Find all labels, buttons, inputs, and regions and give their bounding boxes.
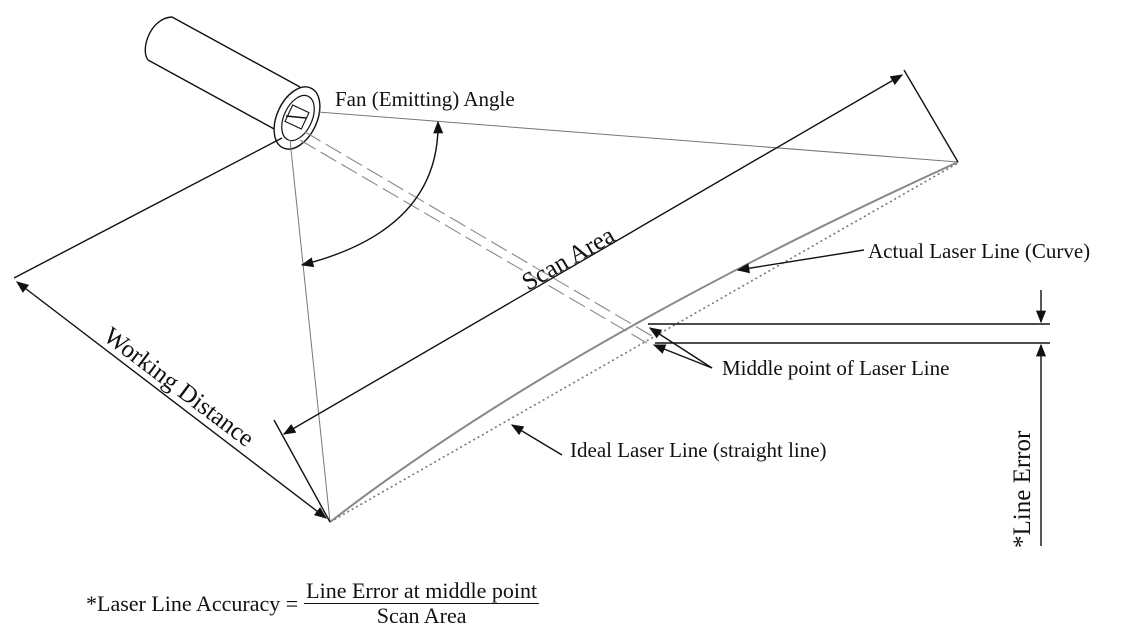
accuracy-formula: *Laser Line Accuracy = Line Error at mid… (86, 578, 540, 628)
formula-denominator: Scan Area (376, 603, 467, 628)
fan-angle-label: Fan (Emitting) Angle (335, 87, 515, 111)
formula-fraction: Line Error at middle point Scan Area (304, 578, 540, 628)
middle-point-markers (648, 323, 1050, 344)
working-distance-dimension (13, 137, 328, 519)
fan-angle-arc (300, 120, 444, 268)
ideal-line-leader (510, 424, 563, 456)
actual-line-label: Actual Laser Line (Curve) (868, 239, 1090, 263)
middle-point-label: Middle point of Laser Line (722, 356, 949, 380)
actual-line-leader (736, 249, 865, 274)
formula-lhs: *Laser Line Accuracy = (86, 590, 299, 616)
ideal-line-label: Ideal Laser Line (straight line) (570, 438, 827, 462)
working-distance-label: Working Distance (98, 322, 258, 452)
line-error-label: *Line Error (1009, 430, 1036, 548)
scan-area-label: Scan Area (518, 222, 620, 296)
middle-point-leader-lower (652, 344, 713, 369)
formula-numerator: Line Error at middle point (304, 578, 540, 604)
middle-point-leader-upper (648, 327, 713, 369)
laser-emitter-icon (144, 16, 321, 150)
